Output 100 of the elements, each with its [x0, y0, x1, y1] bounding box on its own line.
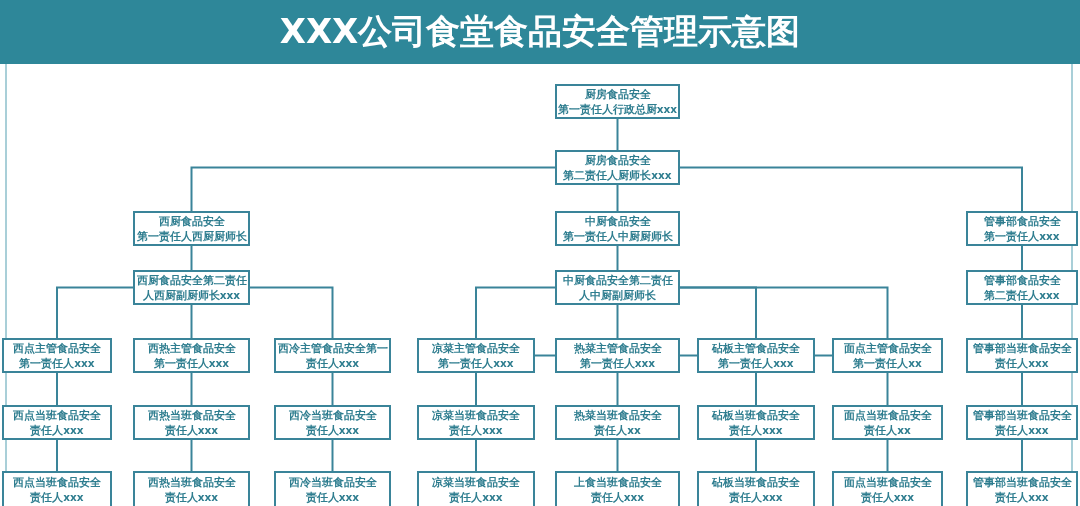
box-text: 责任人xxx [449, 490, 503, 505]
box-text: 责任人xx [864, 422, 911, 438]
connector-line [475, 439, 477, 472]
connector-line [331, 439, 334, 472]
connector-line [190, 304, 193, 339]
connector-line [190, 439, 193, 472]
box-text: 责任人xxx [30, 490, 84, 505]
connector-line [814, 354, 833, 357]
role-box [966, 471, 1078, 506]
box-text: 第二责任人xxx [984, 287, 1060, 303]
box-text: 责任人xxx [305, 422, 360, 438]
box-text: 责任人xxx [164, 490, 219, 505]
box-text: 西厨食品安全第二责任人西厨副厨师长xxx [136, 272, 247, 303]
role-box [966, 405, 1078, 440]
box-text: 热菜当班食品安全 [573, 407, 662, 423]
box-text: 责任人xx [594, 422, 641, 438]
role-box [697, 471, 815, 506]
box-text: 西冷当班食品安全 [288, 475, 377, 490]
connector-line [616, 118, 619, 151]
box-text: 西点主管食品安全 [13, 340, 101, 356]
role-box [417, 338, 535, 373]
connector-line [249, 286, 334, 339]
role-box [133, 405, 250, 440]
box-text: 责任人xxx [30, 422, 84, 438]
role-box [555, 471, 680, 506]
connector-line [679, 166, 1023, 212]
connector-line [616, 304, 619, 339]
connector-line [755, 439, 757, 472]
box-text: 责任人xxx [590, 490, 645, 505]
connector-line [190, 166, 556, 212]
connector-line [190, 245, 193, 271]
box-text: 第二责任人厨师长xxx [563, 167, 672, 183]
box-text: 凉菜当班食品安全 [432, 407, 520, 423]
box-text: 西热主管食品安全 [147, 340, 236, 356]
box-text: 第一责任人xxx [718, 355, 794, 371]
box-text: 责任人xxx [995, 490, 1049, 505]
role-box [417, 471, 535, 506]
connector-line [331, 372, 334, 406]
role-box [133, 338, 250, 373]
role-box [2, 338, 112, 373]
connector-line [616, 245, 619, 271]
box-text: 西厨食品安全 [158, 213, 225, 229]
box-text: 厨房食品安全 [584, 86, 651, 102]
box-text: 第一责任人xxx [19, 355, 95, 371]
box-text: 上食当班食品安全 [573, 475, 662, 490]
box-text: 第一责任人xxx [579, 355, 656, 371]
connector-line [534, 354, 556, 357]
box-text: 第一责任人xx [853, 355, 922, 371]
role-box [832, 471, 943, 506]
role-box [555, 405, 680, 440]
box-text: 管事部当班食品安全 [972, 475, 1072, 490]
box-text: 砧板当班食品安全 [712, 407, 800, 423]
connector-line [616, 184, 619, 212]
box-text: 砧板当班食品安全 [712, 475, 800, 490]
role-box [697, 338, 815, 373]
role-box [2, 471, 112, 506]
role-box [555, 211, 680, 246]
role-box [274, 471, 391, 506]
connector-line [616, 439, 619, 472]
box-text: 面点当班食品安全 [843, 475, 932, 490]
box-text: 管事部食品安全 [983, 213, 1061, 229]
box-text: 责任人xxx [305, 490, 360, 505]
box-text: 中厨食品安全第二责任人中厨副厨师长 [561, 272, 674, 303]
connector-line [679, 286, 889, 339]
box-text: 第一责任人xxx [438, 355, 514, 371]
box-text: 责任人xxx [449, 422, 503, 438]
box-text: 厨房食品安全 [584, 152, 651, 168]
role-box [555, 84, 680, 119]
box-text: 责任人xxx [729, 422, 783, 438]
box-text: 西热当班食品安全 [147, 475, 236, 490]
connector-line [679, 354, 698, 357]
role-box [133, 471, 250, 506]
role-box [555, 150, 680, 185]
box-text: 中厨食品安全 [584, 213, 651, 229]
box-text: 西冷主管食品安全第一责任人xxx [277, 340, 388, 371]
connector-line [56, 286, 134, 339]
box-text: 责任人xxx [995, 355, 1049, 371]
box-text: 责任人xxx [164, 422, 219, 438]
connector-line [56, 439, 58, 472]
role-box [966, 211, 1078, 246]
role-box [417, 405, 535, 440]
box-text: 凉菜主管食品安全 [432, 340, 520, 356]
connector-line [475, 286, 556, 339]
title-text: XXX公司食堂食品安全管理示意图 [279, 10, 801, 53]
box-text: 凉菜当班食品安全 [432, 475, 520, 490]
box-text: 第一责任人行政总厨xxx [557, 101, 678, 117]
box-text: 责任人xxx [729, 490, 783, 505]
box-text: 管事部当班食品安全 [972, 340, 1072, 356]
box-text: 西热当班食品安全 [147, 407, 236, 423]
role-box [555, 338, 680, 373]
connector-line [755, 372, 757, 406]
box-text: 第一责任人中厨厨师长 [562, 228, 673, 244]
connector-line [475, 372, 477, 406]
connector-line [1021, 245, 1023, 271]
role-box [555, 270, 680, 305]
box-text: 西点当班食品安全 [13, 475, 101, 490]
role-box [697, 405, 815, 440]
box-text: 第一责任人xxx [153, 355, 230, 371]
box-text: 面点主管食品安全 [843, 340, 932, 356]
connector-line [56, 372, 58, 406]
